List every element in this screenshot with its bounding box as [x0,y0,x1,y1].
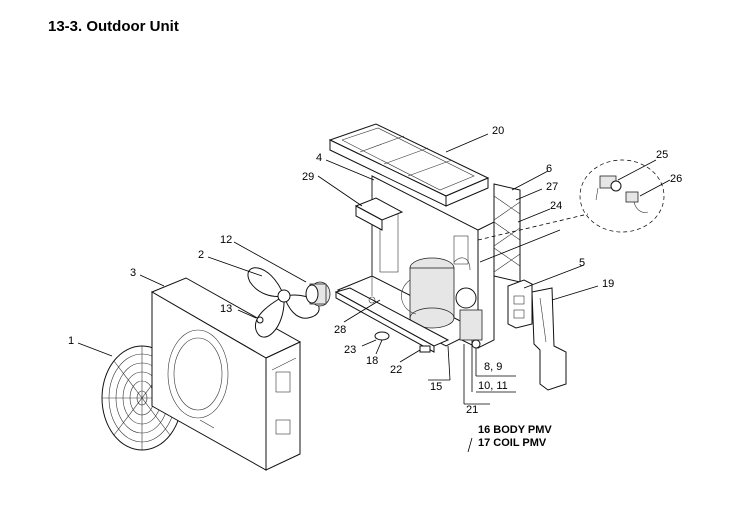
callout-13: 13 [220,303,232,315]
callout-19: 19 [602,278,614,290]
propeller-fan-part [247,267,320,338]
callout-25: 25 [656,149,668,161]
callout-22: 22 [390,364,402,376]
callout-8-9: 8, 9 [484,361,502,373]
callout-15: 15 [430,381,442,393]
callout-1: 1 [68,335,74,347]
callout-21: 21 [466,404,478,416]
callout-4: 4 [316,152,322,164]
note-coil-pmv: 17 COIL PMV [478,437,547,449]
fan-motor-part [305,281,331,307]
callout-18: 18 [366,355,378,367]
callout-2: 2 [198,249,204,261]
drain-cap-part [419,345,431,353]
callout-28: 28 [334,324,346,336]
callout-24: 24 [550,200,562,212]
note-body-pmv: 16 BODY PMV [478,424,552,436]
base-plate-part [334,287,450,353]
callout-3: 3 [130,267,136,279]
leader-lines [77,133,671,453]
holder-part [354,197,404,231]
detail-circle [579,159,665,233]
callout-29: 29 [302,171,314,183]
side-cover-part [531,287,567,391]
callout-10-11: 10, 11 [478,380,508,392]
callout-26: 26 [670,173,682,185]
page-title: 13-3. Outdoor Unit [48,18,179,35]
callout-12: 12 [220,234,232,246]
callout-5: 5 [579,257,585,269]
front-panel-part [150,277,302,471]
terminal-cover-part [507,279,533,329]
callout-6: 6 [546,163,552,175]
plug-part [374,331,390,341]
callout-23: 23 [344,344,356,356]
callout-27: 27 [546,181,558,193]
callout-20: 20 [492,125,504,137]
compressor-assembly-part [401,257,483,349]
screw-part [256,316,264,324]
top-cover-part [328,123,490,207]
